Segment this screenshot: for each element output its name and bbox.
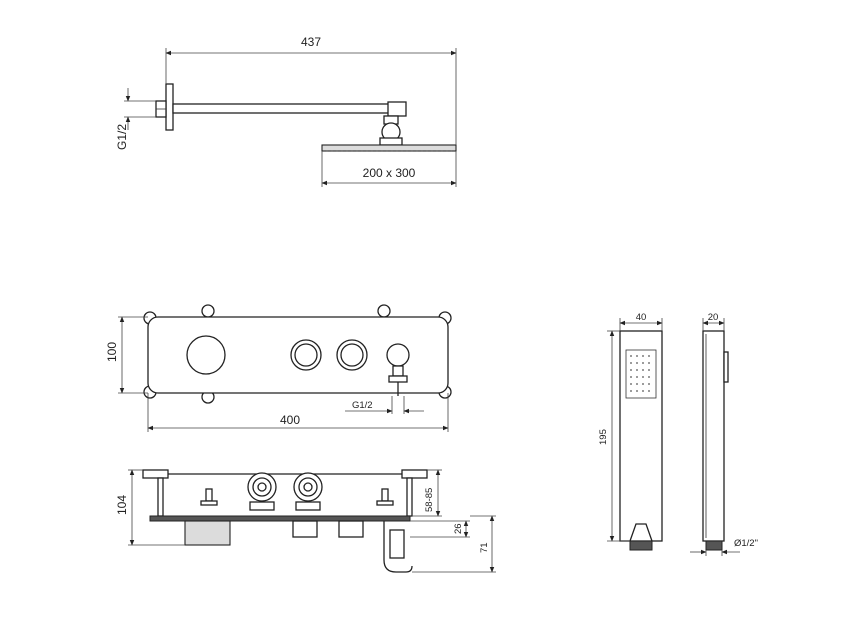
hand-length-label: 195 [598, 429, 609, 445]
box-depth-label: 104 [115, 495, 129, 515]
hand-depth-label: 20 [708, 312, 719, 323]
concealed-box-view: 104 58-85 26 71 [115, 469, 496, 573]
offset-26-label: 26 [453, 523, 464, 534]
hand-shower-front [619, 330, 663, 542]
inlet-valve-1 [247, 472, 277, 502]
shower-arm-view: 437 200 x 300 G1/2 [115, 35, 457, 187]
panel-height-label: 100 [105, 342, 119, 362]
base-plate [149, 515, 411, 522]
panel-thread-label: G1/2 [352, 400, 373, 411]
box-adjust-label: 58-85 [424, 488, 435, 512]
thermostat-cartridge [184, 520, 231, 546]
control-panel-front-view: 100 400 G1/2 [105, 304, 452, 432]
hose-outlet [386, 343, 410, 367]
head-size-label: 200 x 300 [363, 166, 416, 180]
wall-flange [165, 83, 174, 131]
arm-length-label: 437 [301, 35, 321, 49]
arm-thread-label: G1/2 [115, 124, 129, 150]
shower-arm [172, 103, 404, 114]
inlet-valve-2 [293, 472, 323, 502]
hand-shower-side-connector [705, 540, 723, 551]
shower-head [321, 144, 457, 152]
offset-71-label: 71 [479, 542, 490, 553]
hand-shower-front-connector [629, 540, 653, 551]
hose-elbow [383, 521, 413, 573]
hand-width-label: 40 [636, 312, 647, 323]
hand-thread-label: Ø1/2" [734, 538, 758, 549]
panel-width-label: 400 [280, 413, 300, 427]
hand-shower-view: 40 195 20 Ø1/2" [598, 312, 758, 556]
thermostat-knob [186, 335, 226, 375]
arm-elbow [387, 101, 407, 117]
